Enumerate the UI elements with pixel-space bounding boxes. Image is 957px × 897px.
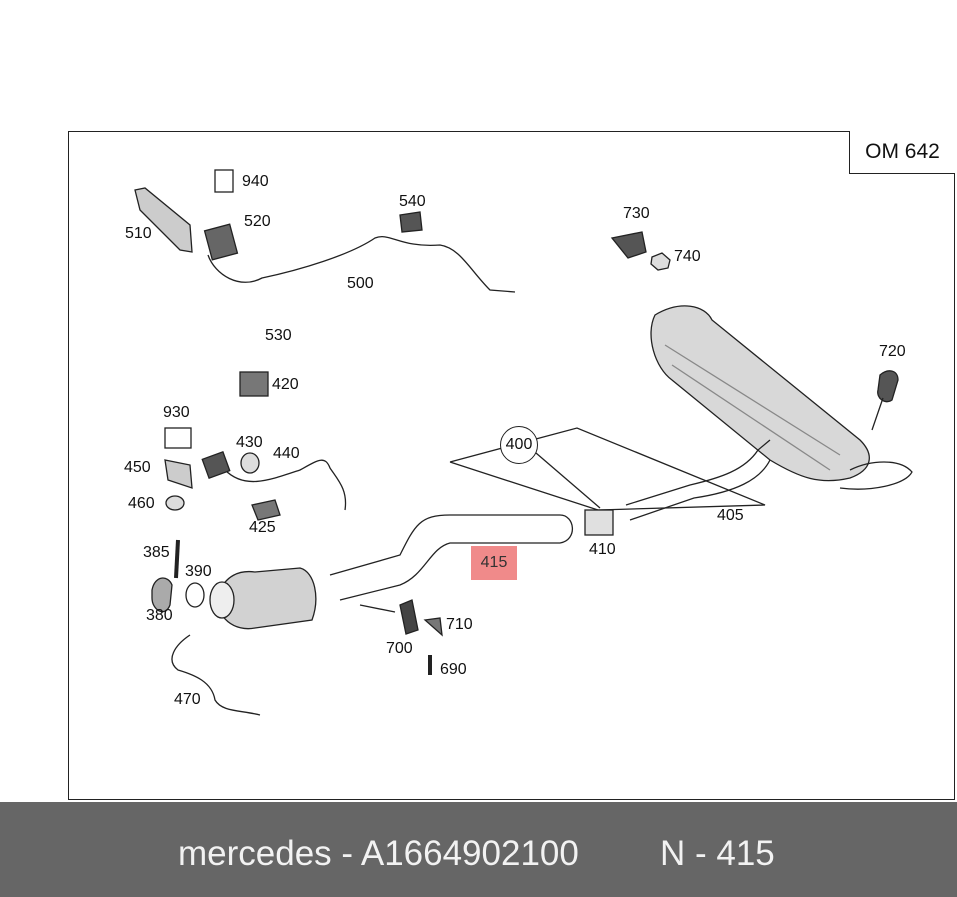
clip-540 (399, 211, 423, 233)
label-540: 540 (399, 193, 426, 210)
engine-code-box: OM 642 (849, 131, 955, 174)
tail-pipe (839, 461, 913, 490)
rear-muffler (650, 305, 870, 482)
bracket-450 (164, 459, 193, 489)
sensor-box-930 (164, 427, 192, 449)
label-385: 385 (143, 544, 170, 561)
label-510: 510 (125, 225, 152, 242)
label-405: 405 (717, 507, 744, 524)
hanger-720 (877, 370, 899, 403)
label-390: 390 (185, 563, 212, 580)
label-730: 730 (623, 205, 650, 222)
sensor-box-520 (203, 223, 239, 261)
label-460: 460 (128, 495, 155, 512)
label-710: 710 (446, 616, 473, 633)
label-440: 440 (273, 445, 300, 462)
footer-part-number: mercedes - A1664902100 (178, 834, 579, 873)
flange-380 (151, 577, 173, 613)
label-470: 470 (174, 691, 201, 708)
hanger-700 (399, 599, 419, 635)
label-520: 520 (244, 213, 271, 230)
particulate-filter (217, 567, 317, 630)
footer-bar: mercedes - A1664902100 N - 415 (0, 802, 957, 897)
washer-430 (240, 452, 260, 474)
bracket-710 (423, 617, 443, 637)
sensor-cable-500 (207, 236, 516, 293)
label-425: 425 (249, 519, 276, 536)
nut-740 (650, 252, 671, 271)
label-930: 930 (163, 404, 190, 421)
part-420 (239, 371, 269, 397)
label-740: 740 (674, 248, 701, 265)
label-400: 400 (500, 426, 538, 464)
nut-460 (165, 495, 185, 511)
cable-440 (224, 459, 347, 511)
cable-470 (171, 634, 261, 716)
label-380: 380 (146, 607, 173, 624)
clip-425 (251, 499, 281, 521)
footer-ref: N - 415 (660, 834, 775, 873)
label-720: 720 (879, 343, 906, 360)
label-700: 700 (386, 640, 413, 657)
label-410: 410 (589, 541, 616, 558)
connector-940 (214, 169, 234, 193)
label-690: 690 (440, 661, 467, 678)
bolt-385 (174, 539, 180, 579)
ring-390 (185, 582, 205, 608)
highlighted-part-415: 415 (471, 546, 517, 580)
module-sensor (201, 451, 231, 479)
label-500: 500 (347, 275, 374, 292)
label-940: 940 (242, 173, 269, 190)
clamp-410 (584, 509, 614, 536)
label-450: 450 (124, 459, 151, 476)
callout-400-lines (449, 427, 766, 511)
label-430: 430 (236, 434, 263, 451)
pipe-405 (625, 439, 771, 521)
bracket-510 (134, 187, 193, 253)
label-530: 530 (265, 327, 292, 344)
sensor-730 (610, 231, 647, 259)
pipe-415 (329, 514, 574, 601)
label-420: 420 (272, 376, 299, 393)
